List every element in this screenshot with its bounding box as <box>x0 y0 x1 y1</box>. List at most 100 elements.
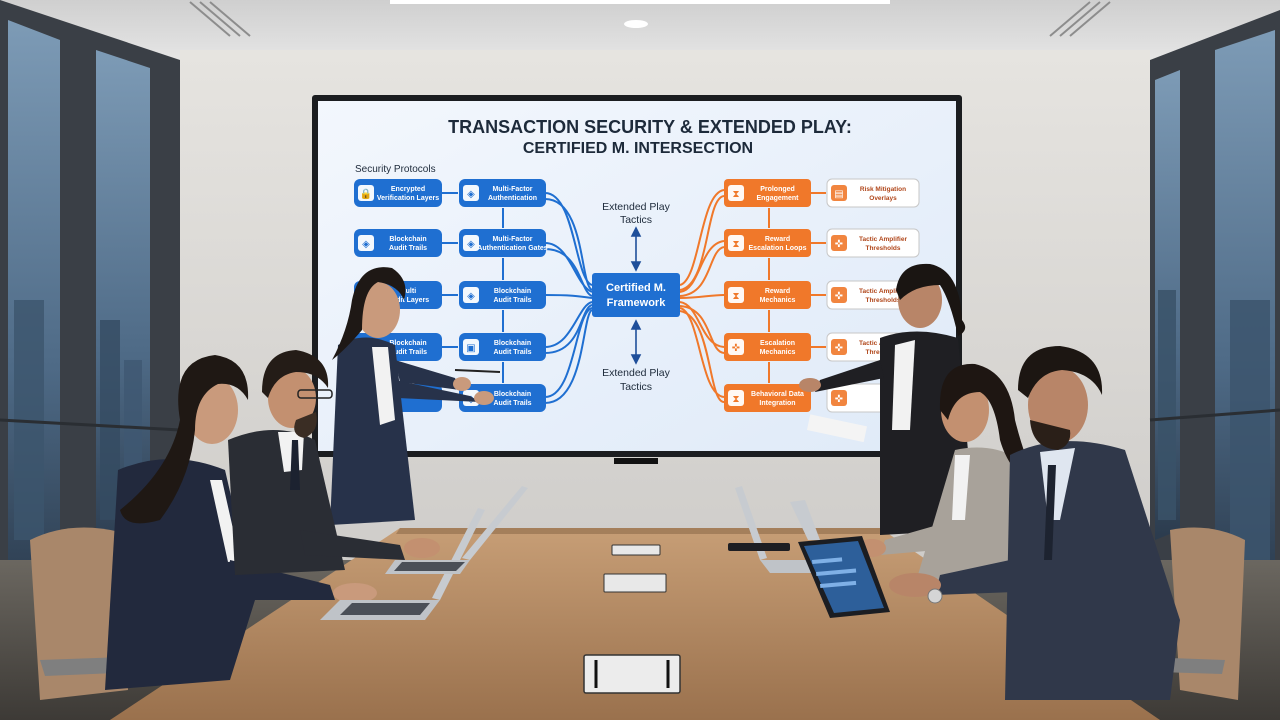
right-window-wall <box>1149 10 1280 640</box>
phone-on-table <box>728 543 790 551</box>
top-extended-play-line2: Tactics <box>620 214 652 226</box>
hourglass-icon <box>728 185 744 201</box>
extended-col2-line1: Risk Mitigation <box>860 186 906 193</box>
extended-col1-line1: Escalation <box>760 340 795 347</box>
screen-title-line2: CERTIFIED M. INTERSECTION <box>523 140 753 157</box>
lock-icon-glyph: 🔒 <box>360 188 372 200</box>
extended-col2-box-bg <box>826 228 920 258</box>
tablet-right <box>798 536 890 618</box>
gamepad-icon <box>831 339 847 355</box>
security-col1-line1: Blockchain <box>389 340 426 347</box>
extended-col2-line1: Tactic Amplifier <box>859 288 908 295</box>
extended-col1-line2: Mechanics <box>760 349 796 356</box>
shield-icon <box>358 235 374 251</box>
bottom-extended-play-line1: Extended Play <box>602 367 670 379</box>
laptop-left-front <box>320 508 485 620</box>
shield-icon <box>463 185 479 201</box>
extended-col1-box-bg <box>724 333 811 361</box>
shield-icon-glyph: ◈ <box>467 189 475 200</box>
shield-icon-glyph: ◈ <box>467 291 475 302</box>
hourglass-icon-glyph: ⧗ <box>732 239 739 250</box>
security-col1-line2: Audit Layers <box>387 297 430 304</box>
gamepad-icon <box>831 235 847 251</box>
security-col1-line2: Verification Layers <box>377 195 439 202</box>
shield-icon-glyph: ◈ <box>362 239 370 250</box>
extended-col1-line1: Behavioral Data <box>751 391 804 398</box>
lock-icon <box>358 185 374 201</box>
laptop-right-back <box>735 486 820 573</box>
hourglass-icon-glyph: ⧗ <box>732 291 739 302</box>
laptop-right-far <box>790 500 820 540</box>
hourglass-icon <box>728 235 744 251</box>
extended-col1-line2: Integration <box>759 400 795 407</box>
extended-col1-line1: Reward <box>765 236 790 243</box>
extended-col2-line2: Thresholds <box>865 245 900 252</box>
gamepad-icon <box>728 339 744 355</box>
security-col1-line1: Multi <box>400 288 416 295</box>
security-col2-line1: Blockchain <box>494 340 531 347</box>
security-protocols-label: Security Protocols <box>355 164 436 175</box>
attendee-front-left <box>105 355 377 690</box>
security-col1-box-bg <box>354 179 442 207</box>
chart-icon-glyph: ▤ <box>834 189 843 200</box>
hourglass-icon <box>728 390 744 406</box>
extended-col1-box-bg <box>724 384 811 412</box>
gamepad-icon-glyph: ✜ <box>835 343 843 354</box>
shield-icon <box>463 235 479 251</box>
security-col1-line2: Audit Trails <box>389 245 427 252</box>
gamepad-icon <box>831 390 847 406</box>
chart-icon <box>831 185 847 201</box>
security-col2-line1: Blockchain <box>494 288 531 295</box>
extended-col1-box-bg <box>724 229 811 257</box>
extended-col2-line2: Overlays <box>869 195 897 202</box>
gamepad-icon-glyph: ✜ <box>835 239 843 250</box>
security-col2-line2: Authentication <box>488 195 537 202</box>
table-power-ports <box>583 544 681 694</box>
security-col1-line1: Blockchain <box>389 236 426 243</box>
security-col2-line2: Audit Trails <box>493 349 531 356</box>
extended-col1-line1: Reward <box>765 288 790 295</box>
bottom-extended-play-line2: Tactics <box>620 381 652 393</box>
extended-col1-line1: Prolonged <box>760 186 795 193</box>
security-col2-line1: Blockchain <box>494 391 531 398</box>
extended-col2-line2: Thresholds <box>865 297 900 304</box>
gamepad-icon <box>831 287 847 303</box>
security-col1-line2: Audit Trails <box>389 349 427 356</box>
security-col2-box-bg <box>459 281 546 309</box>
security-col2-line2: Audit Trails <box>493 400 531 407</box>
extended-col1-line2: Engagement <box>756 195 799 202</box>
presenter-left <box>330 267 501 525</box>
security-col2-line2: Authentication Gates <box>477 245 548 252</box>
gamepad-icon-glyph: ✜ <box>732 343 740 354</box>
hourglass-icon-glyph: ⧗ <box>732 394 739 405</box>
extended-col2-line1: Tactic Amplifier <box>859 236 908 243</box>
center-arrows <box>630 226 642 365</box>
security-col2-box-bg <box>459 333 546 361</box>
security-col2-box-bg <box>459 179 546 207</box>
extended-play-connectors <box>679 189 826 403</box>
shield-icon-glyph: ◈ <box>467 239 475 250</box>
attendee-right-man <box>889 346 1180 700</box>
security-col2-line2: Audit Trails <box>493 297 531 304</box>
screen-title-line1: TRANSACTION SECURITY & EXTENDED PLAY: <box>448 117 852 137</box>
gamepad-icon-glyph: ✜ <box>835 394 843 405</box>
extended-col1-line2: Mechanics <box>760 297 796 304</box>
security-col1-line1: Encrypted <box>391 186 425 193</box>
shield-icon <box>463 287 479 303</box>
framework-box <box>592 273 680 317</box>
security-col2-box-bg <box>459 229 546 257</box>
